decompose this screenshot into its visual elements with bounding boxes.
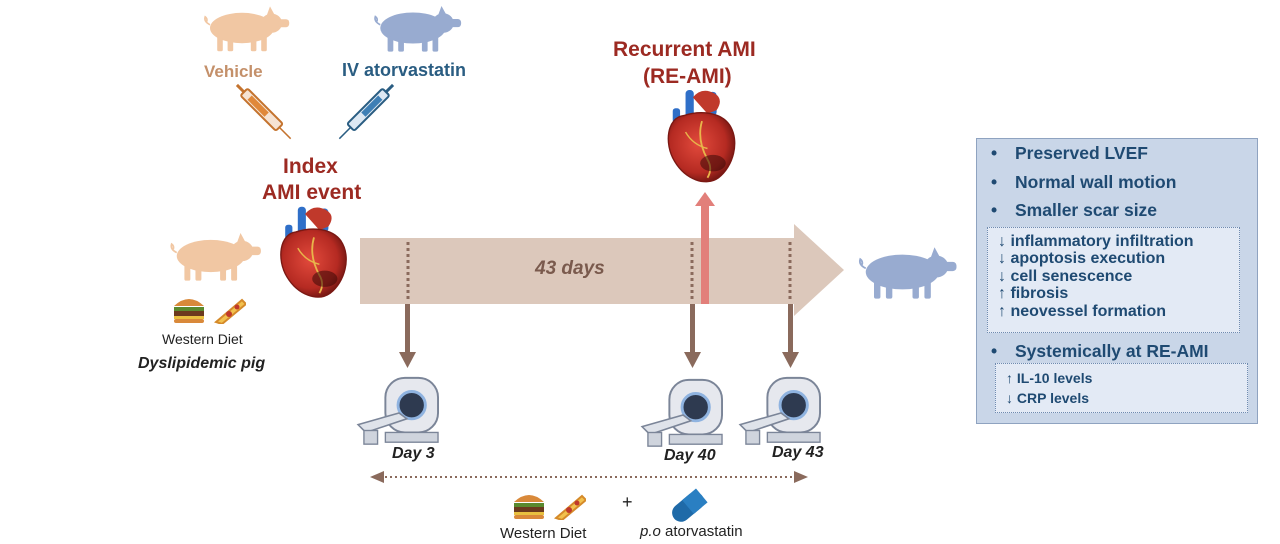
dyslipidemic-pig-label: Dyslipidemic pig xyxy=(138,355,266,372)
list-item: •Normal wall motion xyxy=(991,171,1177,192)
outcomes-panel: •Preserved LVEF •Normal wall motion •Sma… xyxy=(976,138,1258,424)
recurrent-heart-icon xyxy=(667,90,736,183)
mri-scanner-day3-icon xyxy=(356,376,440,446)
pizza-icon xyxy=(215,299,246,324)
tissue-effects-list: ↓ inflammatory infiltration ↓ apoptosis … xyxy=(998,233,1194,320)
western-diet-label: Western Diet xyxy=(162,331,243,347)
list-item: ↑ IL-10 levels xyxy=(1006,370,1093,386)
day40-label: Day 40 xyxy=(664,447,716,464)
treatment-period-arrow xyxy=(370,471,808,483)
day40-down-arrow xyxy=(684,304,701,368)
systemic-header: Systemically at RE-AMI xyxy=(1015,341,1209,361)
list-item: ↓ CRP levels xyxy=(1006,389,1090,406)
index-label: Index xyxy=(283,155,338,178)
bottom-burger-icon xyxy=(514,495,544,519)
list-item: •Smaller scar size xyxy=(991,200,1158,220)
day43-label: Day 43 xyxy=(772,444,824,461)
bottom-western-diet-label: Western Diet xyxy=(500,525,587,542)
mri-scanner-day40-icon xyxy=(640,378,724,448)
timeline-arrow xyxy=(360,224,844,316)
recurrent-ami-label: Recurrent AMI xyxy=(613,38,756,61)
list-item: ↓ cell senescence xyxy=(998,267,1133,285)
bottom-pizza-icon xyxy=(555,495,586,520)
dyslipidemic-pig-icon xyxy=(170,232,262,282)
list-item: •Preserved LVEF xyxy=(991,143,1148,163)
ami-event-label: AMI event xyxy=(262,181,362,204)
atorvastatin-label: atorvastatin xyxy=(660,523,743,540)
oral-route-label: p.o xyxy=(640,523,661,540)
list-item: ↑ fibrosis xyxy=(998,285,1069,303)
reami-arrow xyxy=(695,192,715,304)
oral-atorvastatin-label: p.o atorvastatin xyxy=(640,523,743,540)
mri-scanner-day43-icon xyxy=(738,376,822,446)
day3-down-arrow xyxy=(399,304,416,368)
vehicle-syringe-icon xyxy=(235,83,292,140)
list-item: •Systemically at RE-AMI xyxy=(991,341,1209,361)
atorvastatin-syringe-icon xyxy=(338,83,395,140)
list-item: ↑ neovessel formation xyxy=(998,302,1167,320)
reami-label: (RE-AMI) xyxy=(643,65,732,88)
day3-label: Day 3 xyxy=(392,445,435,462)
outcome-pig-icon xyxy=(858,246,958,300)
plus-sign: + xyxy=(622,492,633,512)
atorvastatin-pig-icon xyxy=(374,5,462,53)
systemic-effects-box: ↑ IL-10 levels ↓ CRP levels xyxy=(995,363,1248,413)
list-item: ↓ inflammatory infiltration xyxy=(998,233,1194,250)
outcome-text: Preserved LVEF xyxy=(1015,143,1148,163)
iv-atorvastatin-label: IV atorvastatin xyxy=(342,60,467,80)
outcome-text: Normal wall motion xyxy=(1015,171,1177,192)
systemic-effects-list: ↑ IL-10 levels ↓ CRP levels xyxy=(1006,369,1092,408)
index-heart-icon xyxy=(279,206,348,298)
pill-icon xyxy=(672,488,708,522)
main-outcomes-list: •Preserved LVEF •Normal wall motion •Sma… xyxy=(991,139,1176,225)
systemic-header-list: •Systemically at RE-AMI xyxy=(991,337,1209,366)
timeline-duration-label: 43 days xyxy=(535,258,605,279)
burger-icon xyxy=(174,299,204,323)
vehicle-label: Vehicle xyxy=(204,62,263,81)
day43-down-arrow xyxy=(782,304,799,368)
vehicle-pig-icon xyxy=(204,5,291,53)
list-item: ↓ apoptosis execution xyxy=(998,250,1166,268)
tissue-effects-box: ↓ inflammatory infiltration ↓ apoptosis … xyxy=(987,227,1240,333)
outcome-text: Smaller scar size xyxy=(1015,200,1158,220)
